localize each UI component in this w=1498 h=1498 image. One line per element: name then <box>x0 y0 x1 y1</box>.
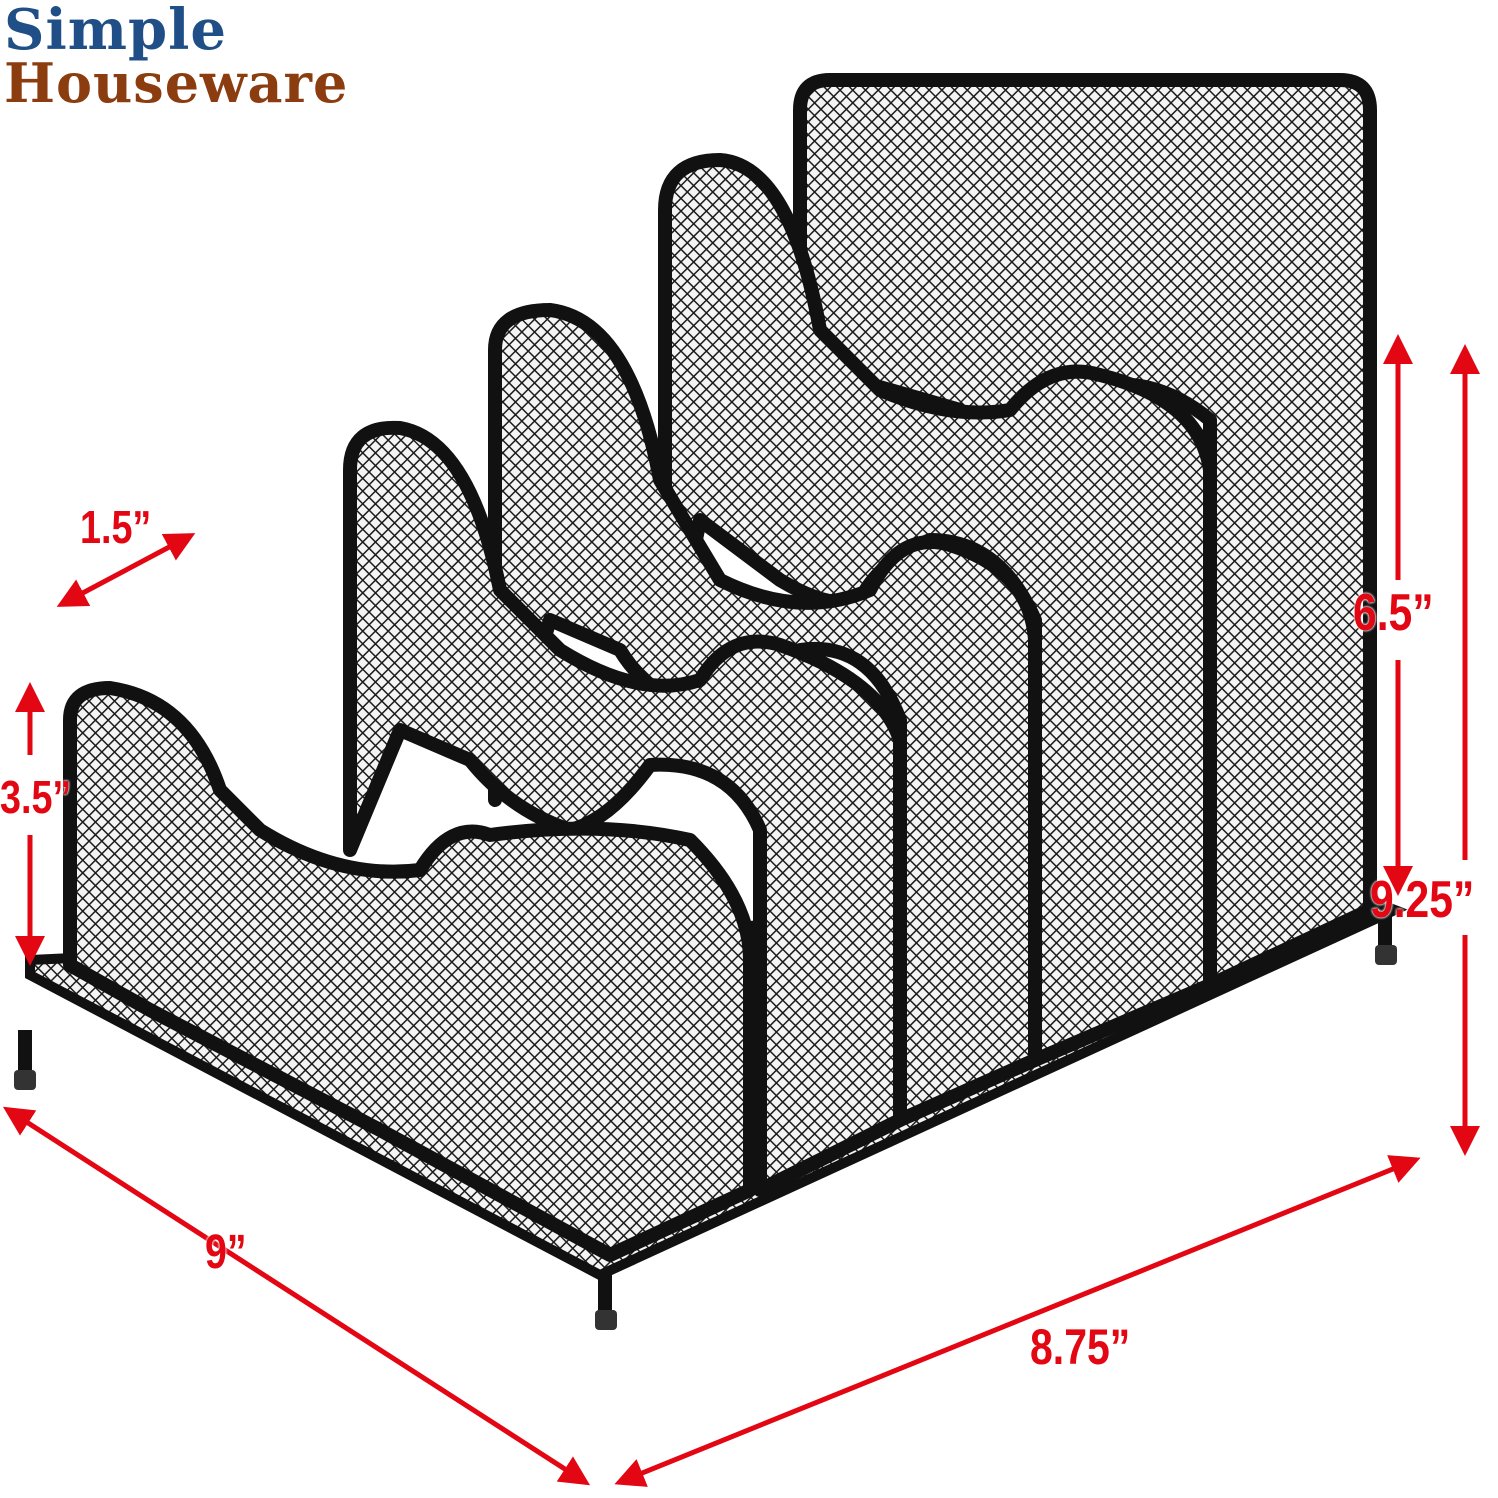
dimension-label-front-height: 3.5” <box>0 771 72 823</box>
foot-cap <box>14 1070 36 1090</box>
dimension-label-depth: 9” <box>205 1226 247 1279</box>
dimension-label-total-height: 9.25” <box>1370 871 1475 929</box>
divider-panel-2 <box>343 420 907 1197</box>
foot-cap <box>595 1310 617 1330</box>
dimension-label-back-panel-height: 6.5” <box>1353 584 1434 642</box>
dimension-label-slot-width: 1.5” <box>80 501 152 553</box>
brand-logo: Simple Houseware <box>4 2 348 110</box>
dimension-arrows <box>2 334 1480 1487</box>
dimension-label-width: 8.75” <box>1030 1319 1131 1375</box>
logo-line-houseware: Houseware <box>4 51 349 115</box>
foot-cap <box>1375 945 1397 965</box>
logo-line-simple: Simple <box>4 0 228 63</box>
